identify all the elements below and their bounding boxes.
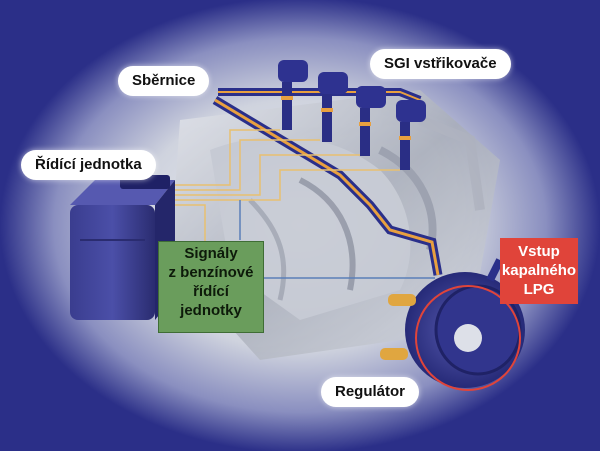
bus-label: Sběrnice xyxy=(118,66,210,96)
lpg-line: LPG xyxy=(523,281,555,298)
lpg-line: kapalného xyxy=(501,262,577,279)
lpg-input-box: Vstup kapalného LPG xyxy=(500,238,578,304)
regulator-unit xyxy=(380,258,525,391)
signals-line: z benzínové xyxy=(168,264,254,281)
lpg-line: Vstup xyxy=(518,243,560,260)
injector xyxy=(396,100,426,170)
signals-line: jednotky xyxy=(180,302,242,319)
injectors xyxy=(278,60,426,170)
injector xyxy=(278,60,308,130)
signals-line: Signály xyxy=(184,245,238,262)
injectors-label: SGI vstřikovače xyxy=(370,49,511,79)
signals-line: řídící xyxy=(193,283,229,300)
injector xyxy=(318,72,348,142)
injector xyxy=(356,86,386,156)
ecu-wiring xyxy=(165,129,400,245)
ecu-label: Řídící jednotka xyxy=(21,150,156,180)
signal-wiring xyxy=(239,200,435,279)
regulator-label: Regulátor xyxy=(321,377,420,407)
injector-rail xyxy=(212,88,443,276)
signals-box: Signály z benzínové řídící jednotky xyxy=(158,241,264,333)
